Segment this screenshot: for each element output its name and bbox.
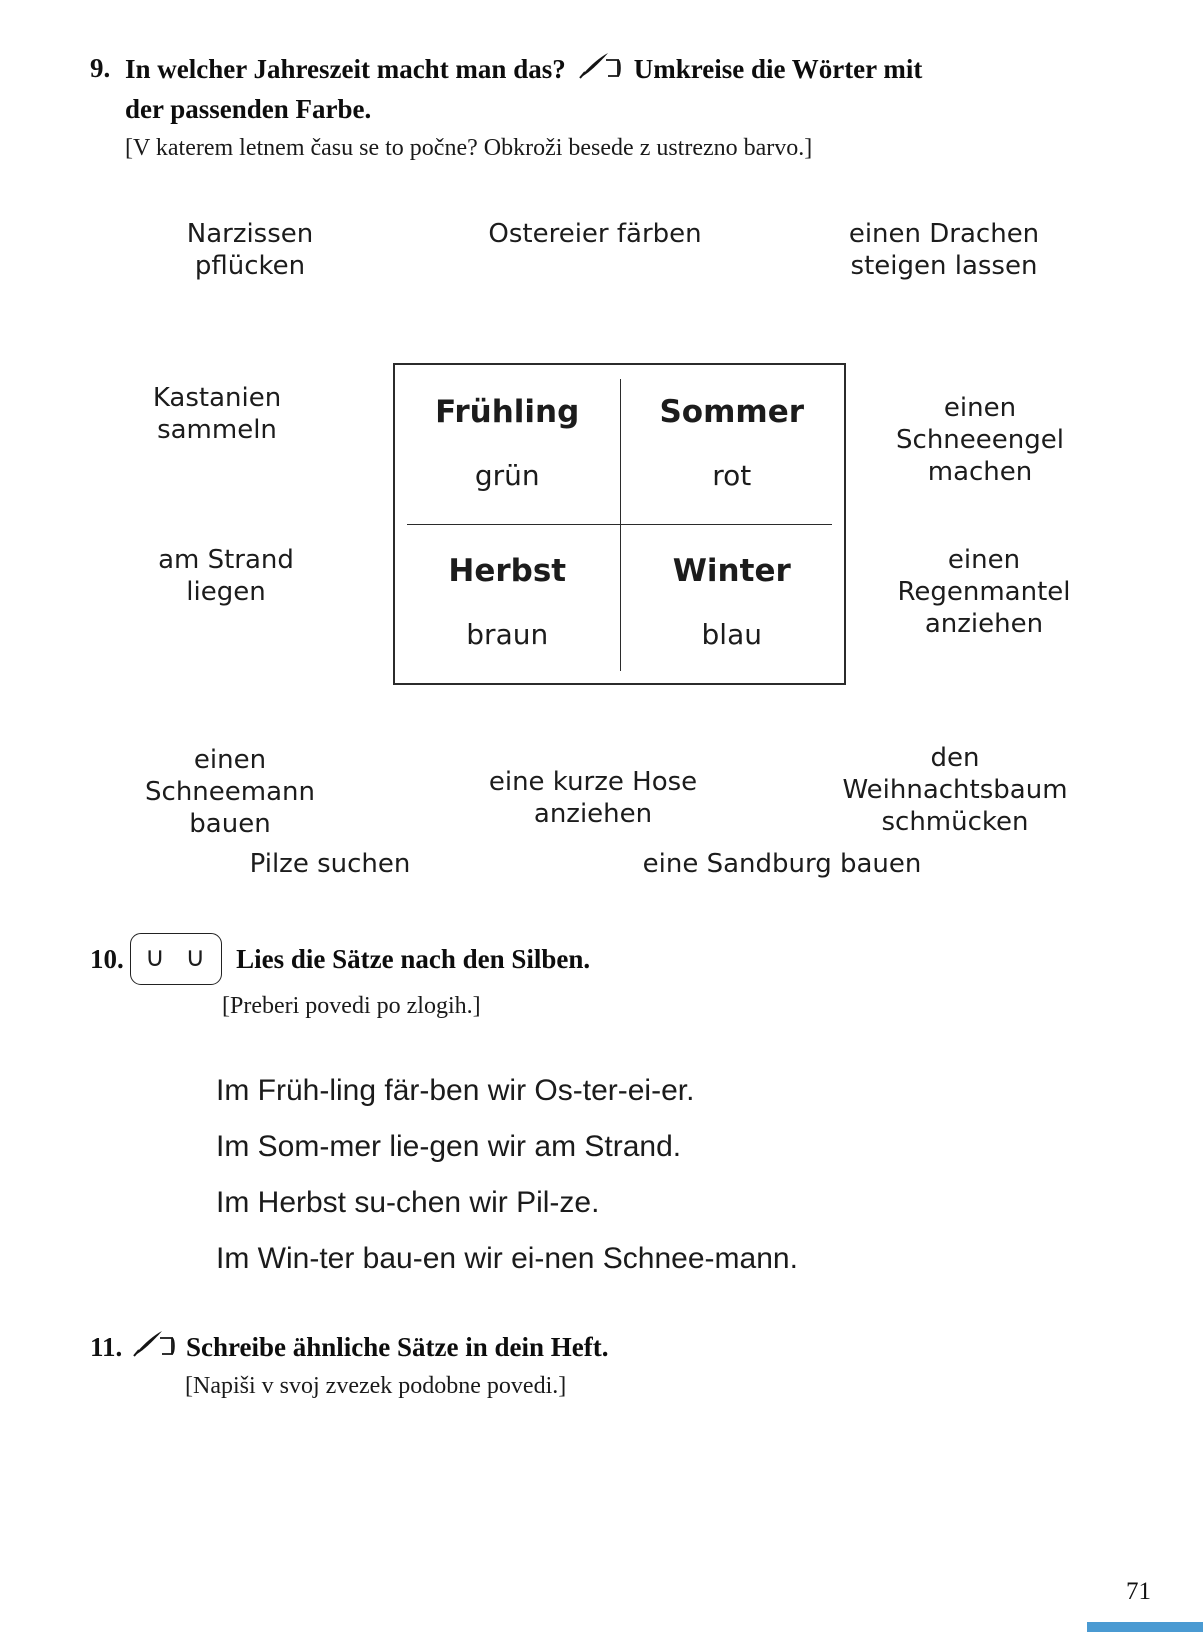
table-vertical-divider (619, 379, 621, 671)
exercise-9-number: 9. (90, 53, 111, 83)
season-name: Winter (672, 553, 791, 589)
phrase-drachen-steigen-lassen: einen Drachen steigen lassen (848, 219, 1040, 281)
season-color: rot (712, 459, 752, 492)
phrase-ostereier-faerben: Ostereier färben (488, 219, 702, 249)
exercise-9-translation: [V katerem letnem času se to počne? Obkr… (125, 135, 813, 161)
phrase-weihnachtsbaum-schmuecken: den Weihnachtsbaum schmücken (842, 743, 1068, 837)
phrase-pilze-suchen: Pilze suchen (249, 849, 411, 879)
phrase-regenmantel-anziehen: einen Regenmantel anziehen (897, 545, 1071, 639)
season-name: Herbst (448, 553, 567, 589)
exercise-9-title-part1: In welcher Jahreszeit macht man das? (125, 54, 566, 84)
phrase-kastanien-sammeln: Kastanien sammeln (152, 383, 282, 445)
exercise-10-title: Lies die Sätze nach den Silben. (236, 944, 591, 974)
exercise-10-translation: [Preberi povedi po zlogih.] (222, 993, 481, 1019)
exercise-11-title: Schreibe ähnliche Sätze in dein Heft. (186, 1331, 609, 1362)
writing-hand-icon (576, 50, 624, 91)
table-horizontal-divider (407, 524, 832, 525)
exercise-10-number: 10. (90, 944, 124, 974)
seasons-table: Frühling grün Sommer rot Herbst braun Wi… (393, 363, 846, 685)
page-footer-accent-bar (1087, 1622, 1203, 1632)
phrase-schneemann-bauen: einen Schneemann bauen (145, 745, 315, 839)
sentence-fruehling: Im Früh-ling fär-ben wir Os-ter-ei-er. (216, 1074, 695, 1107)
phrase-kurze-hose-anziehen: eine kurze Hose anziehen (488, 767, 698, 829)
sentence-winter: Im Win-ter bau-en wir ei-nen Schnee-mann… (216, 1242, 798, 1275)
exercise-10: 10. ∪ ∪ Lies die Sätze nach den Silben. … (90, 933, 590, 1022)
exercise-11-number: 11. (90, 1331, 123, 1362)
exercise-9-title: In welcher Jahreszeit macht man das? Umk… (125, 50, 945, 127)
exercise-9-title-part2: Umkreise die Wörter mit der passenden Fa… (125, 54, 923, 124)
season-name: Sommer (659, 394, 805, 430)
table-cell-sommer: Sommer rot (620, 365, 845, 524)
phrase-narzissen-pfluecken: Narzissen pflücken (186, 219, 314, 281)
writing-hand-icon (130, 1328, 178, 1365)
phrase-sandburg-bauen: eine Sandburg bauen (642, 849, 922, 879)
phrase-schneeengel-machen: einen Schneeengel machen (896, 393, 1064, 487)
table-cell-winter: Winter blau (620, 524, 845, 683)
syllable-sentences: Im Früh-ling fär-ben wir Os-ter-ei-er. I… (216, 1072, 798, 1296)
season-name: Frühling (435, 394, 580, 430)
exercise-11-translation: [Napiši v svoj zvezek podobne povedi.] (185, 1373, 567, 1399)
season-color: grün (474, 459, 540, 492)
table-cell-herbst: Herbst braun (395, 524, 620, 683)
sentence-herbst: Im Herbst su-chen wir Pil-ze. (216, 1186, 600, 1219)
page-number: 71 (1126, 1578, 1151, 1605)
phrase-am-strand-liegen: am Strand liegen (158, 545, 294, 607)
exercise-9: 9. In welcher Jahreszeit macht man das? … (90, 50, 960, 164)
season-color: braun (466, 618, 549, 651)
table-cell-fruehling: Frühling grün (395, 365, 620, 524)
exercise-11: 11. Schreibe ähnliche Sätze in dein Heft… (90, 1328, 609, 1402)
season-color: blau (701, 618, 762, 651)
sentence-sommer: Im Som-mer lie-gen wir am Strand. (216, 1130, 682, 1163)
syllables-icon: ∪ ∪ (130, 933, 223, 985)
